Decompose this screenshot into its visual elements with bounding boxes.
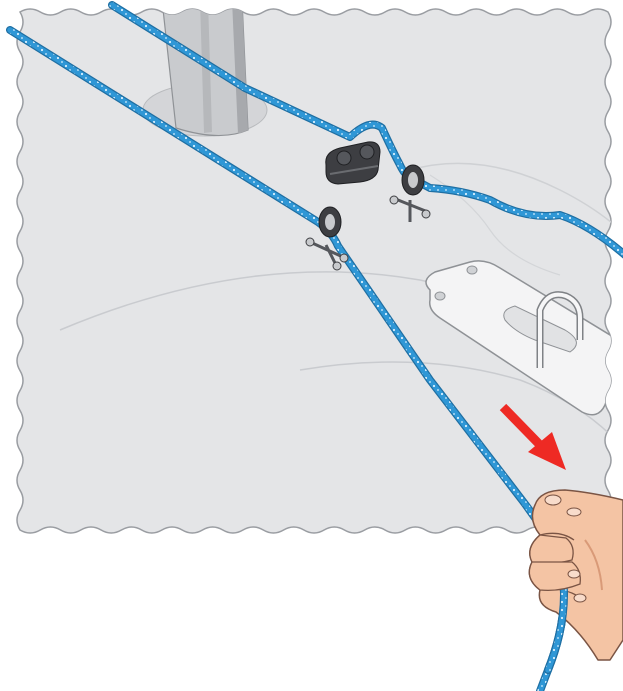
hand-icon [529,490,623,670]
